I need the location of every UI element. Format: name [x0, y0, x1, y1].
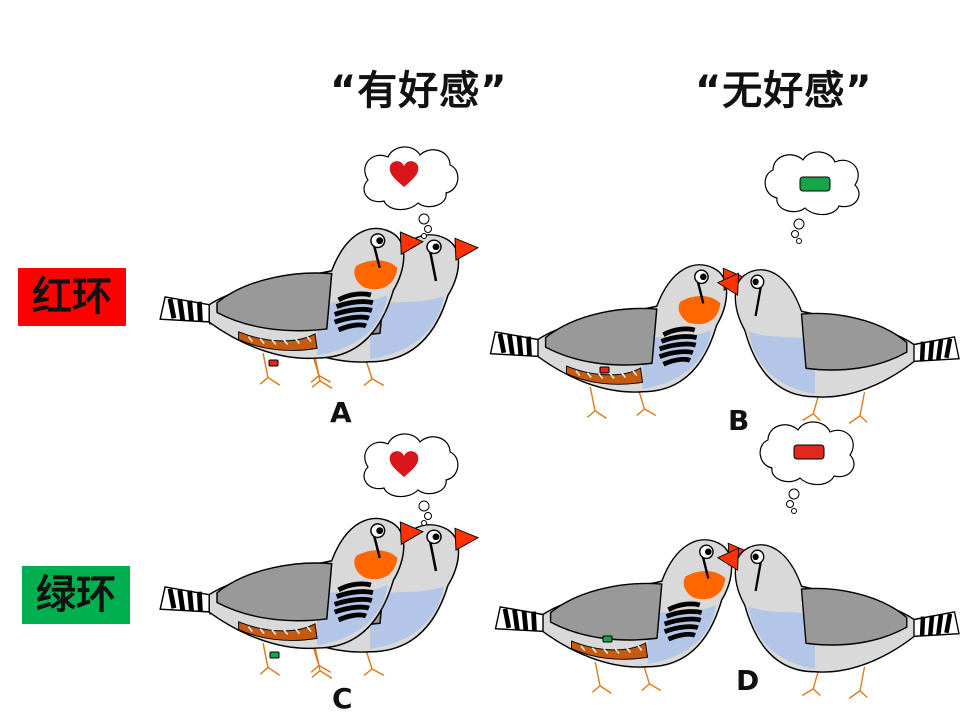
female-finch [718, 545, 959, 699]
title-attraction: “有好感” [330, 68, 508, 114]
leg-band-green [602, 635, 613, 643]
panel-c [160, 433, 478, 678]
male-finch [491, 265, 746, 419]
thought-cloud [759, 421, 855, 515]
male-finch [496, 540, 751, 694]
panel-d [496, 421, 960, 699]
panel-b [491, 151, 960, 424]
row-label-red-band: 红环 [18, 268, 126, 326]
female-finch [718, 270, 959, 424]
title-no-attraction: “无好感” [695, 68, 873, 114]
leg-band-red [268, 359, 279, 367]
row-label-green-band: 绿环 [22, 566, 130, 624]
red-band-icon [793, 444, 825, 460]
thought-cloud [363, 433, 459, 527]
panel-label-b: B [728, 404, 750, 437]
heart-icon [389, 451, 419, 477]
panel-a [160, 146, 478, 388]
panel-label-c: C [332, 682, 353, 715]
leg-band-red [599, 366, 610, 374]
thought-cloud [363, 146, 459, 240]
leg-band-green [269, 651, 280, 659]
green-band-icon [799, 176, 831, 192]
heart-icon [389, 161, 419, 187]
male-finch [160, 518, 423, 675]
thought-cloud [764, 151, 860, 245]
panel-label-a: A [330, 396, 352, 429]
panel-label-d: D [736, 664, 760, 697]
male-finch [160, 228, 423, 385]
